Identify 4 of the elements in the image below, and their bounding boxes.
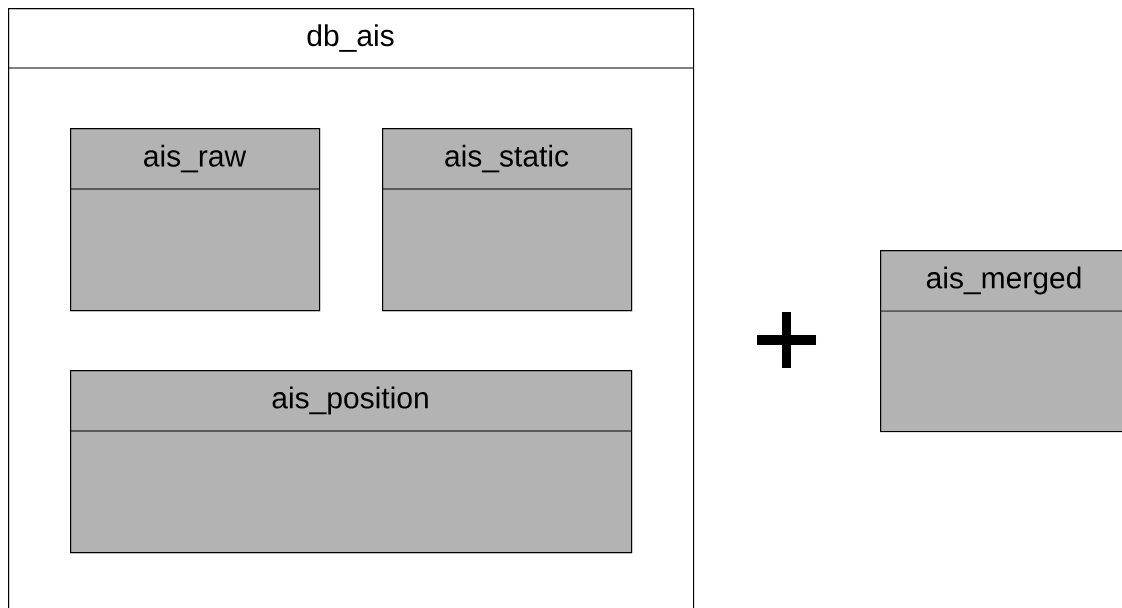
table-box: ais_merged [879, 250, 1122, 433]
table-box: ais_raw [69, 128, 321, 312]
table-box: ais_position [69, 370, 633, 554]
table-box: ais_static [381, 128, 633, 312]
